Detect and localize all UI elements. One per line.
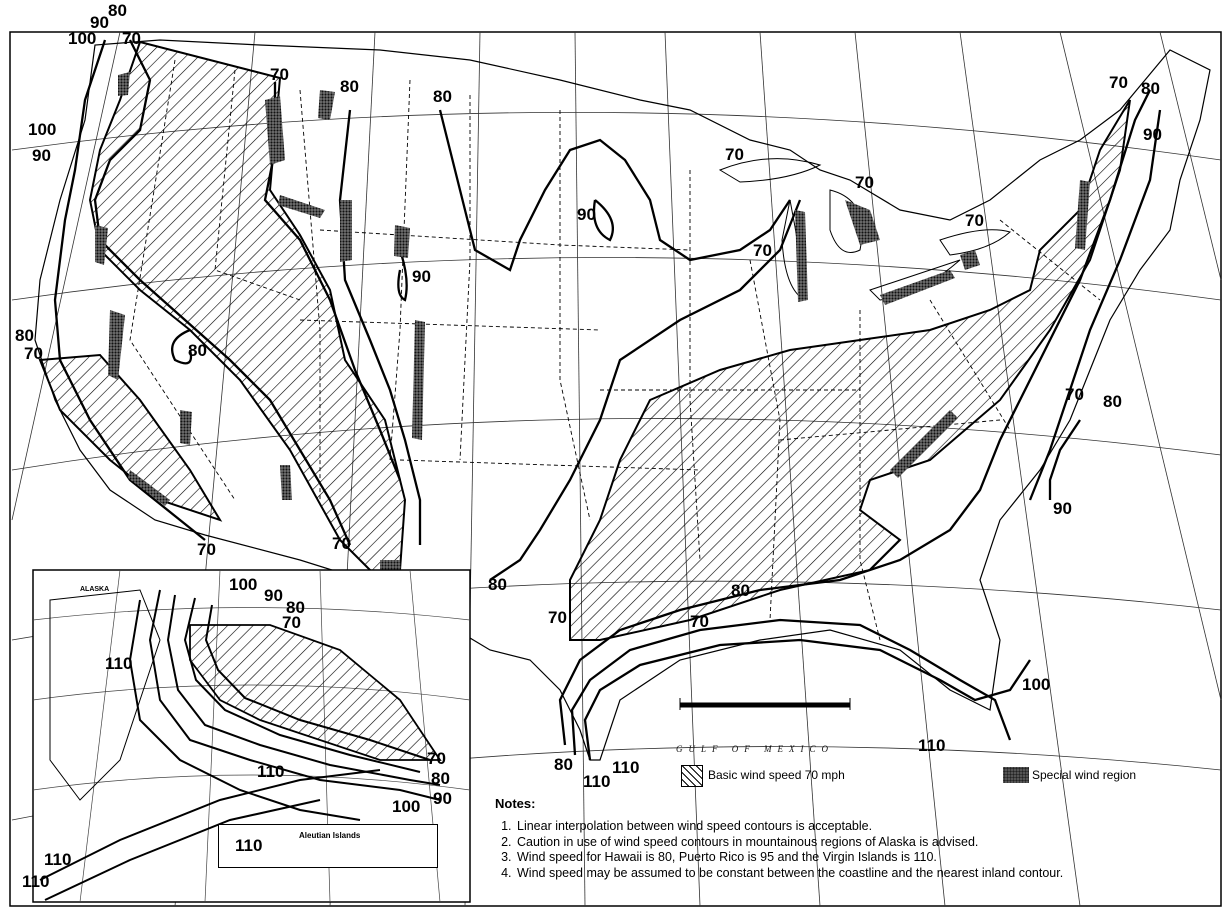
contour-label: 100 bbox=[28, 120, 57, 139]
contour-label: 80 bbox=[431, 769, 450, 788]
legend-hatched-label: Basic wind speed 70 mph bbox=[708, 768, 845, 782]
contour-label: 90 bbox=[1053, 499, 1072, 518]
contour-label: 110 bbox=[105, 654, 133, 673]
contour-label: 110 bbox=[257, 762, 285, 781]
great-lakes bbox=[718, 158, 1012, 301]
contour-label: 90 bbox=[577, 205, 596, 224]
aleutian-islands-box: 110 Aleutian Islands bbox=[218, 824, 438, 868]
contour-label: 80 bbox=[15, 326, 34, 345]
contour-label: 80 bbox=[731, 581, 750, 600]
special-wind-regions bbox=[95, 72, 1090, 585]
contour-label: 90 bbox=[264, 586, 283, 605]
aleutian-value: 110 bbox=[235, 836, 263, 855]
contour-label: 70 bbox=[855, 173, 874, 192]
wind-contours bbox=[53, 39, 1162, 761]
contour-label: 110 bbox=[44, 850, 72, 869]
coastline bbox=[34, 39, 1211, 761]
contour-label: 110 bbox=[918, 736, 946, 755]
contour-label: 70 bbox=[548, 608, 567, 627]
contour-label: 80 bbox=[340, 77, 359, 96]
contour-label: 100 bbox=[392, 797, 421, 816]
contour-label: 70 bbox=[270, 65, 289, 84]
contour-label: 100 bbox=[229, 575, 258, 594]
contour-label: 70 bbox=[332, 534, 351, 553]
note-item: Wind speed for Hawaii is 80, Puerto Rico… bbox=[515, 850, 1223, 866]
contour-label: 80 bbox=[286, 598, 305, 617]
contour-label: 70 bbox=[24, 344, 43, 363]
contour-label: 110 bbox=[583, 772, 611, 791]
contour-label: 100 bbox=[1022, 675, 1051, 694]
contour-label: 70 bbox=[427, 749, 446, 768]
contour-label: 90 bbox=[32, 146, 51, 165]
contour-label: 90 bbox=[412, 267, 431, 286]
alaska-title: ALASKA bbox=[80, 586, 110, 593]
gulf-of-mexico-label: GULF OF MEXICO bbox=[676, 744, 834, 754]
contour-label: 80 bbox=[554, 755, 573, 774]
contour-label: 70 bbox=[197, 540, 216, 559]
contour-label: 90 bbox=[433, 789, 452, 808]
aleutian-title: Aleutian Islands bbox=[299, 831, 361, 840]
contour-label: 70 bbox=[1065, 385, 1084, 404]
contour-label: 70 bbox=[725, 145, 744, 164]
contour-label: 70 bbox=[965, 211, 984, 230]
scale-bar bbox=[679, 698, 851, 710]
notes-block: Notes: Linear interpolation between wind… bbox=[495, 796, 1223, 881]
contour-label: 80 bbox=[1103, 392, 1122, 411]
contour-label: 80 bbox=[1141, 79, 1160, 98]
notes-heading: Notes: bbox=[495, 796, 536, 811]
contour-label: 80 bbox=[488, 575, 507, 594]
contour-label: 80 bbox=[433, 87, 452, 106]
contour-label: 80 bbox=[188, 341, 207, 360]
contour-label: 70 bbox=[753, 241, 772, 260]
legend-special-swatch bbox=[1003, 767, 1029, 783]
note-item: Caution in use of wind speed contours in… bbox=[515, 835, 1223, 851]
contour-label: 110 bbox=[22, 872, 50, 891]
notes-list: Linear interpolation between wind speed … bbox=[495, 819, 1223, 881]
contour-label: 90 bbox=[90, 13, 109, 32]
contour-label: 90 bbox=[1143, 125, 1162, 144]
contour-label: 70 bbox=[690, 612, 709, 631]
note-item: Linear interpolation between wind speed … bbox=[515, 819, 1223, 835]
legend-hatch-swatch bbox=[681, 765, 703, 787]
contour-label: 70 bbox=[1109, 73, 1128, 92]
contour-label: 70 bbox=[122, 29, 141, 48]
legend-special-label: Special wind region bbox=[1032, 768, 1137, 782]
contour-label: 100 bbox=[68, 29, 97, 48]
contour-label: 110 bbox=[612, 758, 640, 777]
note-item: Wind speed may be assumed to be constant… bbox=[515, 866, 1223, 882]
contour-label: 80 bbox=[108, 1, 127, 20]
contour-label: 70 bbox=[282, 613, 301, 632]
map-frame bbox=[9, 31, 1222, 907]
